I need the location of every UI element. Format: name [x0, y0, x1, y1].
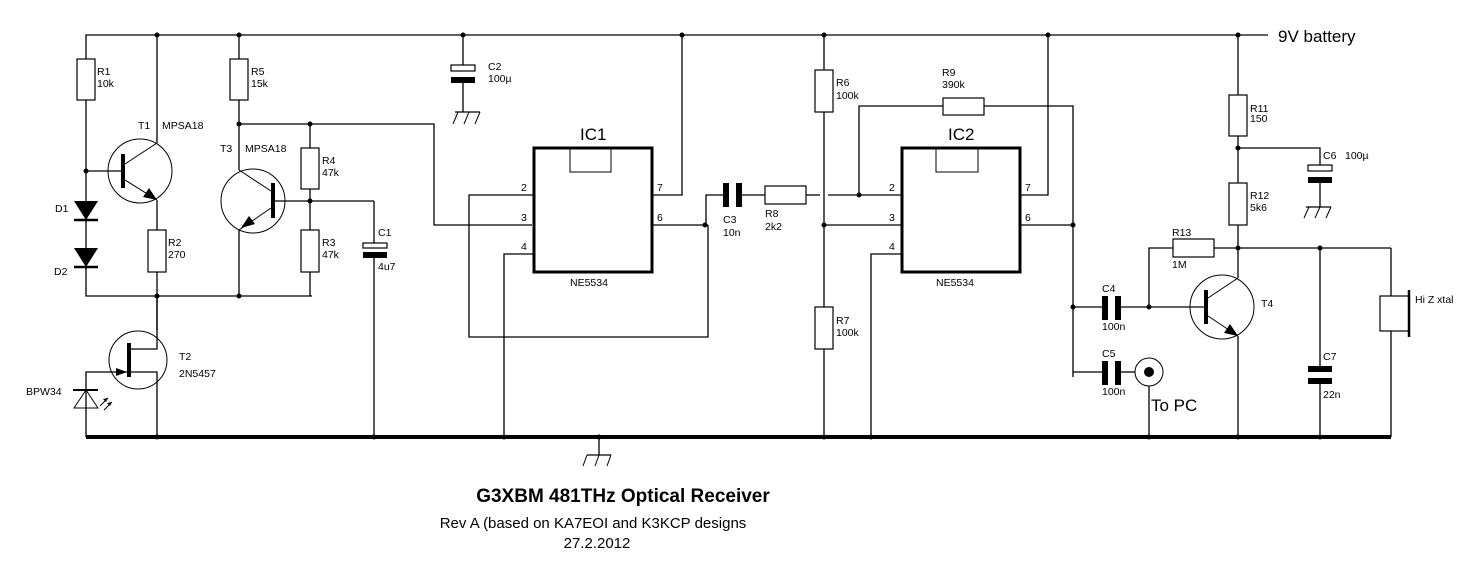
r11-ref: R11 — [1250, 103, 1269, 115]
capacitor-c5 — [1073, 361, 1135, 385]
transistor-t1 — [83, 35, 173, 230]
ic1-pin3: 3 — [521, 212, 527, 224]
t3-value: MPSA18 — [245, 143, 287, 155]
resistor-r13 — [1148, 238, 1391, 307]
d2-ref: D2 — [54, 266, 68, 278]
c1-value: 4u7 — [378, 261, 396, 273]
r5-value: 15k — [251, 78, 269, 90]
resistor-r7 — [814, 306, 834, 437]
ic1-pin7: 7 — [657, 182, 663, 194]
c7-value: 22n — [1323, 389, 1341, 401]
ic2-value: NE5534 — [936, 277, 974, 289]
ic1-ref: IC1 — [580, 125, 606, 144]
r2-value: 270 — [168, 249, 186, 261]
resistor-r6 — [814, 35, 902, 307]
resistor-r12 — [1228, 182, 1248, 248]
r11-value: 150 — [1250, 113, 1268, 125]
ground-rail — [86, 434, 1391, 455]
t4-ref: T4 — [1261, 298, 1273, 310]
d1-ref: D1 — [55, 203, 69, 215]
r6-value: 100k — [836, 90, 860, 102]
r7-value: 100k — [836, 327, 860, 339]
capacitor-c2 — [450, 35, 481, 125]
r8-value: 2k2 — [765, 221, 782, 233]
r1-ref: R1 — [97, 66, 111, 78]
supply-label: 9V battery — [1278, 27, 1356, 46]
ic2-pin3: 3 — [889, 212, 895, 224]
r8-ref: R8 — [765, 208, 779, 220]
crystal-earpiece — [1379, 248, 1411, 437]
t2-ref: T2 — [179, 351, 191, 363]
diode-d2 — [74, 248, 312, 297]
c5-ref: C5 — [1102, 348, 1116, 360]
c3-value: 10n — [723, 227, 741, 239]
capacitor-c7 — [1308, 248, 1332, 437]
r9-value: 390k — [942, 79, 966, 91]
ic2-pin4: 4 — [889, 241, 895, 253]
capacitor-c1 — [362, 201, 388, 437]
diagram-subtitle: Rev A (based on KA7EOI and K3KCP designs — [440, 515, 747, 532]
diagram-title: G3XBM 481THz Optical Receiver — [476, 486, 770, 507]
ic2 — [870, 35, 1076, 437]
r9-ref: R9 — [942, 67, 956, 79]
capacitor-c4 — [1070, 296, 1204, 320]
r1-value: 10k — [97, 78, 115, 90]
r4-ref: R4 — [322, 155, 336, 167]
ground-symbol-main — [582, 454, 612, 467]
output-label: To PC — [1151, 396, 1197, 415]
resistor-r1 — [76, 58, 96, 200]
c2-value: 100µ — [488, 73, 512, 85]
r12-ref: R12 — [1250, 190, 1269, 202]
c2-ref: C2 — [488, 61, 502, 73]
bpw34-ref: BPW34 — [26, 386, 62, 398]
c6-value: 100µ — [1345, 150, 1369, 162]
t1-value: MPSA18 — [162, 120, 204, 132]
diagram-date: 27.2.2012 — [564, 535, 631, 552]
capacitor-c3 — [705, 183, 765, 225]
output-jack — [1134, 357, 1164, 437]
r3-value: 47k — [322, 249, 340, 261]
ic2-pin6: 6 — [1025, 212, 1031, 224]
resistor-r8 — [764, 185, 902, 205]
ic1-pin4: 4 — [521, 241, 527, 253]
transistor-t3 — [220, 168, 374, 299]
ic1-pin6: 6 — [657, 212, 663, 224]
c7-ref: C7 — [1323, 351, 1337, 363]
r2-ref: R2 — [168, 237, 182, 249]
ic2-ref: IC2 — [948, 125, 974, 144]
t2-value: 2N5457 — [179, 368, 216, 380]
r6-ref: R6 — [836, 77, 850, 89]
r13-ref: R13 — [1172, 227, 1191, 239]
c6-ref: C6 — [1323, 150, 1337, 162]
c4-value: 100n — [1102, 321, 1126, 333]
r7-ref: R7 — [836, 315, 850, 327]
c3-ref: C3 — [723, 214, 737, 226]
transistor-t2 — [85, 296, 168, 437]
t3-ref: T3 — [220, 143, 232, 155]
c5-value: 100n — [1102, 386, 1126, 398]
resistor-r11 — [1228, 35, 1248, 183]
ic2-pin7: 7 — [1025, 182, 1031, 194]
c1-ref: C1 — [378, 227, 392, 239]
resistor-r9 — [858, 97, 1074, 377]
r12-value: 5k6 — [1250, 202, 1267, 214]
ic1-pin2: 2 — [521, 182, 527, 194]
resistor-r3 — [300, 229, 320, 296]
ic2-pin2: 2 — [889, 182, 895, 194]
r13-value: 1M — [1172, 259, 1187, 271]
c4-ref: C4 — [1102, 283, 1116, 295]
r3-ref: R3 — [322, 237, 336, 249]
ic1-value: NE5534 — [570, 277, 608, 289]
xtal-ref: Hi Z xtal — [1415, 294, 1454, 306]
r5-ref: R5 — [251, 66, 265, 78]
transistor-t4 — [1189, 248, 1255, 437]
r4-value: 47k — [322, 167, 340, 179]
resistor-r4 — [300, 124, 320, 230]
resistor-r5 — [229, 35, 532, 226]
ic1 — [468, 35, 709, 437]
capacitor-c6 — [1238, 147, 1333, 219]
t1-ref: T1 — [138, 120, 150, 132]
photodiode-bpw34 — [73, 389, 113, 411]
